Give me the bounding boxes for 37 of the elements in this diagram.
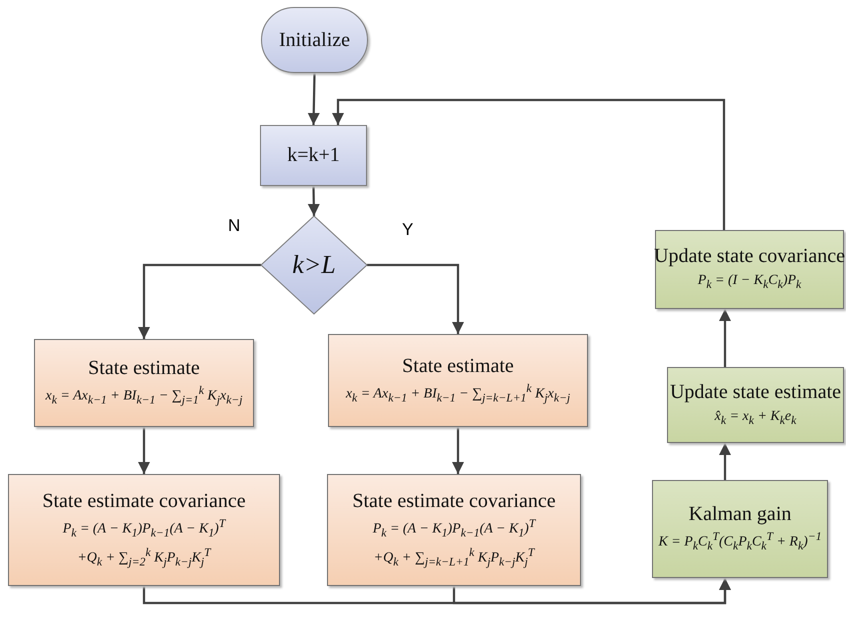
decision-diamond — [261, 216, 367, 314]
formula-text: P$_{k}$ = (I − K$_{k}$C$_{k}$)P$_{k}$ — [698, 272, 802, 294]
process-box — [328, 334, 588, 427]
formula-text: x$_{k}$ = Ax$_{k−1}$ + BI$_{k−1}$ − ∑$_{j=1}$$^{k}$ K$_{j}$x$_{k−j}$ — [46, 383, 242, 408]
arrow — [308, 186, 320, 216]
step-title: State estimate covariance — [352, 490, 556, 513]
arrow — [332, 98, 726, 230]
step-title: State estimate — [88, 357, 200, 380]
step-title: Update state estimate — [670, 380, 842, 404]
step-title: Update state covariance — [654, 245, 846, 268]
arrow — [308, 72, 320, 126]
arrow — [718, 309, 732, 367]
formula-text: K = P$_{k}$C$_{k}$$^{T}$(C$_{k}$P$_{k}$C$_{k}$$^{T}$ + R$_{k}$)$^{−1}$ — [658, 529, 822, 554]
arrow — [138, 427, 150, 474]
arrow — [718, 443, 732, 480]
step-title: State estimate — [402, 354, 514, 378]
formula-text: P$_{k}$ = (A − K$_{1}$)P$_{k−1}$(A − K$_{1}$)$^{T}$ — [62, 516, 226, 541]
process-box — [8, 474, 280, 586]
process-box — [327, 474, 581, 586]
process-box — [652, 480, 828, 578]
formula-text: P$_{k}$ = (A − K$_{1}$)P$_{k−1}$(A − K$_{1}$)$^{T}$ — [372, 516, 536, 541]
process-box — [34, 339, 254, 427]
process-box — [667, 367, 844, 443]
arrow — [452, 427, 464, 474]
step-title: Initialize — [278, 28, 350, 52]
process-box — [260, 125, 367, 186]
step-title: Kalman gain — [688, 503, 792, 526]
arrow — [367, 264, 464, 334]
arrow — [452, 578, 732, 604]
step-title: State estimate covariance — [42, 490, 246, 513]
arrow — [138, 264, 261, 339]
start-terminal — [261, 7, 368, 73]
formula-text: x$_{k}$ = Ax$_{k−1}$ + BI$_{k−1}$ − ∑$_{j=k−L+1}$$^{k}$ K$_{j}$x$_{k−j}$ — [346, 380, 570, 406]
step-title: k=k+1 — [287, 144, 340, 167]
formula-text: x̂$_{k}$ = x$_{k}$ + K$_{k}$e$_{k}$ — [714, 408, 796, 429]
condition-label: k>L — [292, 250, 336, 280]
process-box — [655, 230, 844, 309]
